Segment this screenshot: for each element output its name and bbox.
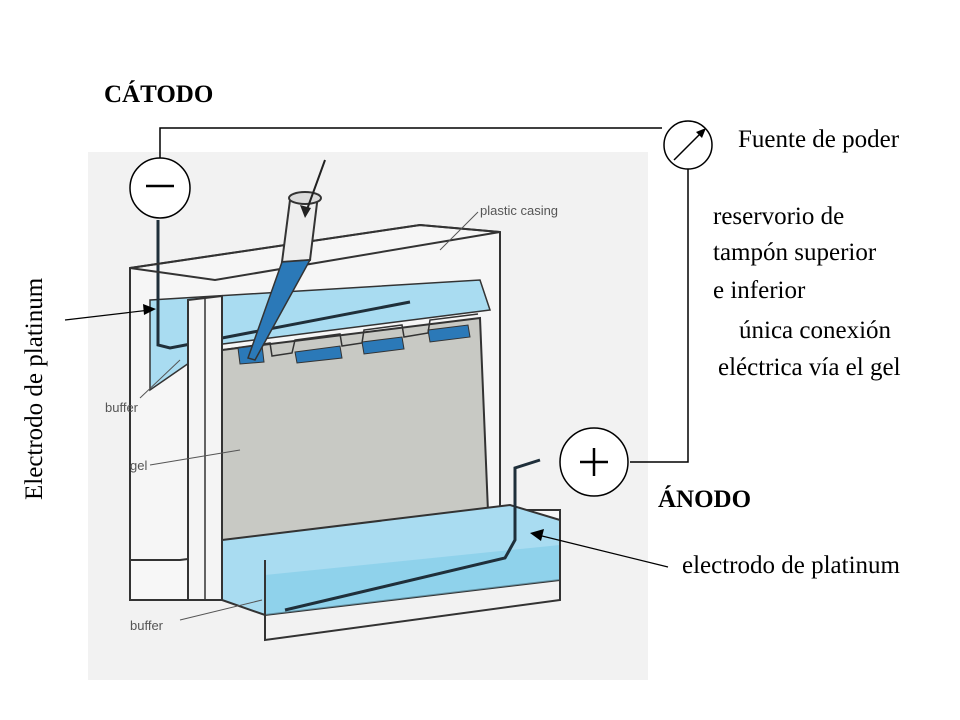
pointer-right-electrode <box>537 534 669 568</box>
pointer-right-head <box>530 529 544 541</box>
anode-label: ÁNODO <box>658 486 752 513</box>
pointer-left-electrode <box>64 309 151 321</box>
meter-needle-head <box>696 128 706 138</box>
upper-electrode-wire <box>156 220 411 350</box>
well-3 <box>361 336 405 355</box>
upper-buffer <box>149 279 492 392</box>
lower-tank-rim <box>264 520 561 642</box>
circuit-right-wire <box>630 162 689 463</box>
power-source-label: Fuente de poder <box>738 126 900 153</box>
cathode-terminal <box>129 157 191 219</box>
reservoir-line-3: e inferior <box>713 277 806 304</box>
reservoir-line-5: eléctrica vía el gel <box>718 354 901 381</box>
leader-buffer-top <box>139 359 181 399</box>
pipette <box>247 159 326 361</box>
pipette-arrowhead <box>300 205 311 218</box>
circuit-top-wire <box>159 127 662 160</box>
pointer-left-head <box>143 304 156 315</box>
label-buffer-top: buffer <box>105 400 139 415</box>
reservoir-line-1: reservorio de <box>713 203 845 230</box>
reservoir-line-4: única conexión <box>739 317 892 344</box>
pipette-arrow <box>304 159 326 216</box>
pipette-tip <box>247 259 312 361</box>
cathode-label: CÁTODO <box>104 81 214 108</box>
electrode-left-label: Electrodo de platinum <box>21 277 48 500</box>
top-rim <box>129 223 501 282</box>
lower-electrode-wire <box>284 458 541 612</box>
label-gel: gel <box>130 458 147 473</box>
reservoir-line-2: tampón superior <box>713 239 877 266</box>
well-comb-edge <box>221 313 479 357</box>
well-2 <box>294 345 343 364</box>
label-plastic-casing: plastic casing <box>480 203 558 218</box>
electrode-right-label: electrodo de platinum <box>682 552 900 579</box>
leader-buffer-bottom <box>179 599 263 621</box>
leader-gel <box>149 449 241 466</box>
pipette-top <box>288 191 322 205</box>
leader-plastic-casing <box>439 211 479 251</box>
label-buffer-bottom: buffer <box>130 618 164 633</box>
well-4 <box>427 324 471 343</box>
